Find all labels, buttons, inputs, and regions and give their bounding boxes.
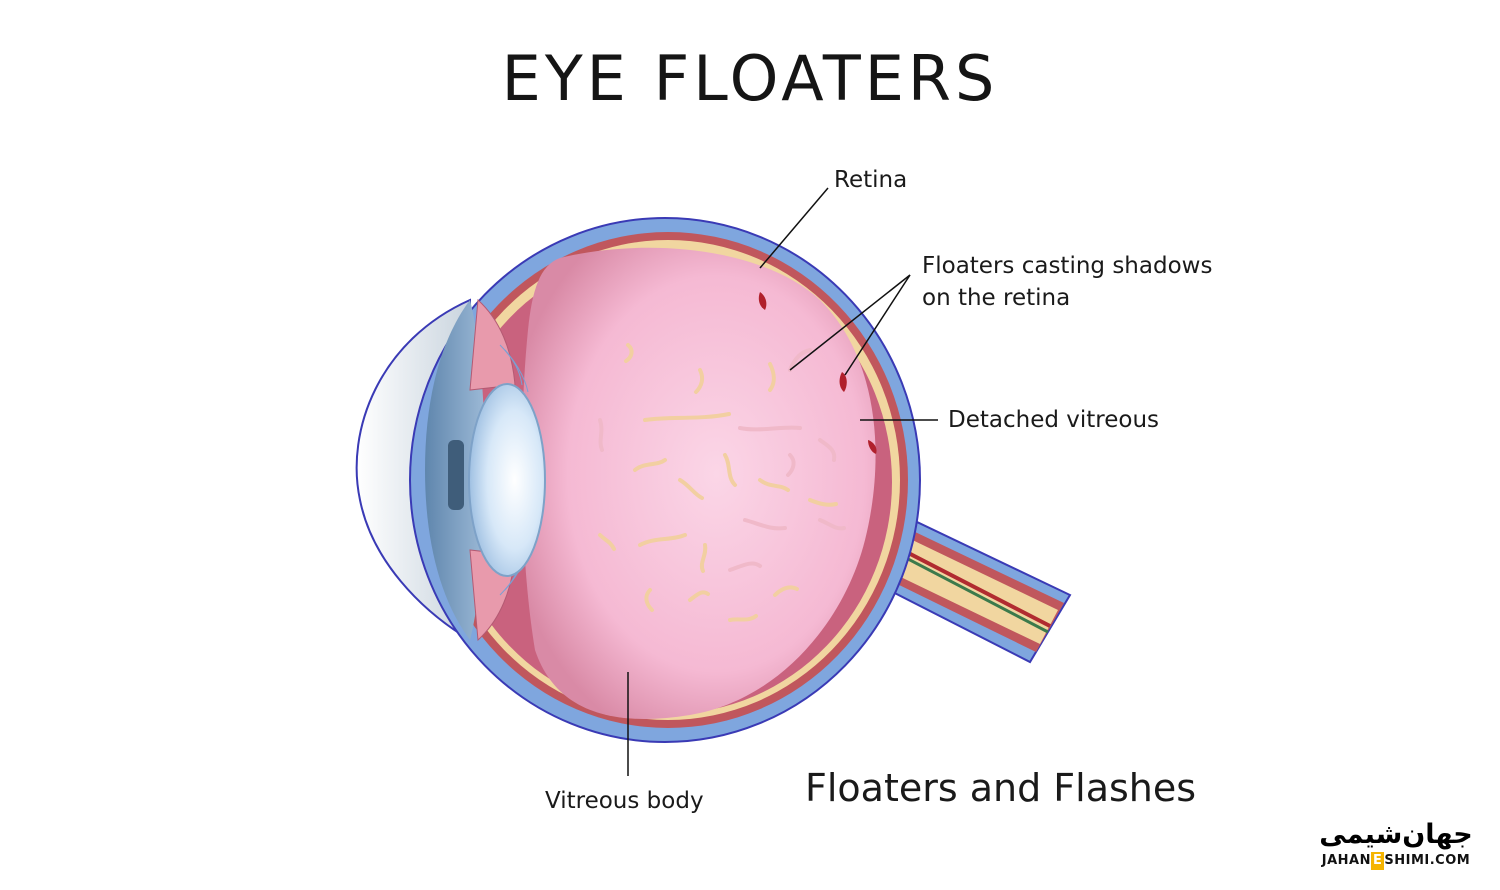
floater-strand [768,362,776,392]
label-detached-vitreous: Detached vitreous [948,407,1160,433]
label-floaters-line1: Floaters casting shadows [922,253,1213,279]
floater-strand [688,590,710,602]
floater-strand [743,518,787,531]
logo-url-pre: JAHAN [1321,853,1371,868]
pupil [448,440,464,510]
floater-strand [728,561,762,572]
floater-strand [678,478,704,500]
logo-url-e: E [1371,852,1385,870]
floaters [598,343,846,622]
floater-strand [699,543,708,573]
floater-strand [643,412,731,422]
retina-shadows [758,292,877,454]
floater-strand [694,368,705,394]
floater-strand [624,343,634,363]
floater-strand [788,348,812,372]
floater-strand [738,425,802,432]
floater-strand [758,478,790,492]
floater-strand [808,498,838,507]
label-floaters-line2: on the retina [922,285,1071,311]
floater-strand [728,614,758,622]
floater-strand [723,453,737,487]
logo-script: جهان‌شیمی [1319,819,1473,850]
floater-strand [633,458,667,472]
label-retina: Retina [834,167,908,193]
vitreous-body [521,247,876,719]
lens [468,383,546,577]
floater-strand [786,453,796,477]
logo-url-post: SHIMI.COM [1384,853,1471,868]
floater-strand [598,533,616,551]
floater-strand [638,533,687,547]
page-title: EYE FLOATERS [501,42,999,115]
floater-strand [818,518,846,531]
leader-lines [627,187,938,776]
floater-strand [818,438,837,462]
floater-strand [773,585,799,597]
diagram-subtitle: Floaters and Flashes [805,766,1197,810]
floater-strand [598,418,604,452]
label-vitreous-body: Vitreous body [545,788,704,814]
floater-strand [644,588,654,612]
